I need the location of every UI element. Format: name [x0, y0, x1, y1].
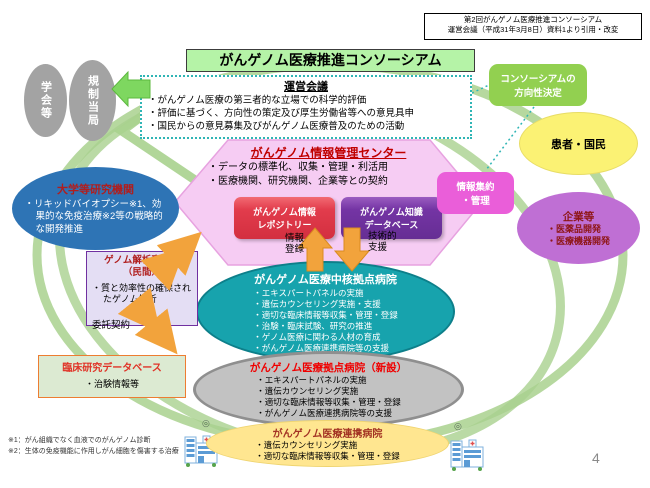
source-note-line1: 第2回がんゲノム医療推進コンソーシアム: [463, 15, 603, 24]
companies-list: 医薬品開発 医療機器開発: [547, 224, 610, 247]
source-note-line2: 運営会議（平成31年3月8日）資料1より引用・改変: [447, 25, 619, 35]
list-item: リキッドバイオプシー※1、効果的な免疫治療※2等の戦略的な開発推進: [25, 199, 167, 236]
list-item: 治験情報等: [85, 377, 139, 390]
hub-hospital-ellipse: がんゲノム医療拠点病院（新設） エキスパートパネルの実施 遺伝カウンセリング実施…: [193, 351, 464, 428]
source-note: 第2回がんゲノム医療推進コンソーシアム 運営会議（平成31年3月8日）資料1より…: [424, 13, 642, 40]
list-item: 適切な臨床情報等収集・管理・登録: [253, 310, 398, 321]
list-item: 遺伝カウンセリング実施・支援: [253, 299, 398, 310]
consignment-double-arrow: [117, 287, 178, 355]
list-item: エキスパートパネルの実施: [253, 288, 398, 299]
list-item: 適切な臨床情報等収集・管理・登録: [256, 397, 401, 408]
university-research-ellipse: 大学等研究機関 リキッドバイオプシー※1、効果的な免疫治療※2等の戦略的な開発推…: [12, 167, 179, 250]
list-item: 医薬品開発: [547, 224, 610, 236]
double-circle-icon: ◎: [454, 421, 462, 431]
clinical-database-title: 臨床研究データベース: [62, 363, 162, 374]
list-item: がんゲノム医療の第三者的な立場での科学的評価: [148, 95, 464, 108]
hospital-building-icon: [450, 439, 484, 471]
direction-line1: コンソーシアムの: [500, 74, 576, 85]
page-title: がんゲノム医療推進コンソーシアム: [186, 49, 475, 72]
liaison-hospital-list: 遺伝カウンセリング実施 適切な臨床情報等収集・管理・登録: [255, 440, 400, 462]
consignment-label: 委託契約: [92, 320, 131, 331]
clinical-database-list: 治験情報等: [85, 377, 139, 390]
core-hospital-ellipse: がんゲノム医療中核拠点病院 エキスパートパネルの実施 遺伝カウンセリング実施・支…: [196, 261, 455, 362]
list-item: データの標準化、収集・管理・利活用: [208, 161, 458, 175]
knowledge-line2: データベース: [364, 220, 419, 230]
aggregation-line2: ・管理: [461, 196, 490, 207]
companies-ellipse: 企業等 医薬品開発 医療機器開発: [517, 192, 640, 264]
repository-line1: がんゲノム情報: [253, 207, 316, 217]
repository-line2: レポジトリー: [257, 220, 312, 230]
list-item: 評価に基づく、方向性の策定及び厚生労働省等への意見具申: [148, 108, 464, 121]
university-title: 大学等研究機関: [57, 183, 134, 196]
list-item: がんゲノム医療連携病院等の支援: [256, 408, 401, 419]
regulator-ellipse: 規制当局: [69, 60, 116, 141]
hub-hospital-title: がんゲノム医療拠点病院（新設）: [249, 362, 408, 375]
companies-title: 企業等: [562, 210, 595, 223]
direction-decision-box: コンソーシアムの 方向性決定: [489, 64, 587, 106]
list-item: 治験・臨床試験、研究の推進: [253, 321, 398, 332]
technical-support-label: 技術的支援: [368, 231, 397, 254]
list-item: 国民からの意見募集及びがんゲノム医療普及のための活動: [148, 121, 464, 134]
list-item: ゲノム医療に関わる人材の育成: [253, 332, 398, 343]
genome-analyzer-title: ゲノム解析事業者: [104, 255, 180, 266]
direction-line2: 方向性決定: [514, 88, 562, 99]
liaison-hospital-title: がんゲノム医療連携病院: [272, 429, 383, 441]
steering-committee-list: がんゲノム医療の第三者的な立場での科学的評価 評価に基づく、方向性の策定及び厚生…: [148, 95, 464, 133]
page-number: 4: [592, 450, 600, 466]
dotted-link-steering-direction: [471, 84, 490, 94]
patients-citizens-ellipse: 患者・国民: [519, 112, 638, 175]
footnotes: ※1：がん組織でなく血液でのがんゲノム診断 ※2：生体の免疫機能に作用しがん細胞…: [8, 436, 179, 457]
aggregation-line1: 情報集約: [456, 182, 495, 193]
info-center-list: データの標準化、収集・管理・利活用 医療機関、研究機関、企業等との契約: [208, 161, 458, 188]
academic-societies-ellipse: 学会等: [24, 64, 67, 137]
list-item: 質と効率性の確保されたゲノム解析: [92, 283, 192, 306]
regulator-label: 規制当局: [86, 74, 99, 127]
genome-analyzer-box: ゲノム解析事業者 （民間） 質と効率性の確保されたゲノム解析: [86, 251, 198, 326]
clinical-database-box: 臨床研究データベース 治験情報等: [38, 355, 186, 398]
info-aggregation-box: 情報集約 ・管理: [437, 172, 514, 214]
footnote-2: ※2：生体の免疫機能に作用しがん細胞を傷害する治療: [8, 447, 179, 455]
steering-committee-box: 運営会議 がんゲノム医療の第三者的な立場での科学的評価 評価に基づく、方向性の策…: [140, 75, 472, 139]
knowledge-line1: がんゲノム知識: [360, 207, 423, 217]
university-list: リキッドバイオプシー※1、効果的な免疫治療※2等の戦略的な開発推進: [25, 199, 167, 236]
core-hospital-list: エキスパートパネルの実施 遺伝カウンセリング実施・支援 適切な臨床情報等収集・管…: [253, 288, 398, 353]
list-item: 遺伝カウンセリング実施: [255, 440, 400, 451]
info-center-title: がんゲノム情報管理センター: [250, 146, 407, 160]
genome-analyzer-list: 質と効率性の確保されたゲノム解析: [92, 283, 192, 306]
list-item: エキスパートパネルの実施: [256, 375, 401, 386]
academic-societies-label: 学会等: [39, 81, 52, 120]
list-item: 適切な臨床情報等収集・管理・登録: [255, 451, 400, 462]
footnote-1: ※1：がん組織でなく血液でのがんゲノム診断: [8, 437, 151, 444]
double-circle-icon: ◎: [202, 418, 210, 428]
list-item: 医療機器開発: [547, 236, 610, 248]
steering-committee-title: 運営会議: [284, 81, 328, 93]
genome-analyzer-subtitle: （民間）: [122, 266, 161, 278]
info-registration-label: 情報登録: [284, 233, 304, 256]
core-hospital-title: がんゲノム医療中核拠点病院: [254, 274, 397, 287]
hub-hospital-list: エキスパートパネルの実施 遺伝カウンセリング実施 適切な臨床情報等収集・管理・登…: [256, 375, 401, 419]
list-item: 遺伝カウンセリング実施: [256, 386, 401, 397]
liaison-hospital-ellipse: がんゲノム医療連携病院 遺伝カウンセリング実施 適切な臨床情報等収集・管理・登録: [206, 420, 449, 467]
list-item: 医療機関、研究機関、企業等との契約: [208, 175, 458, 189]
patients-citizens-label: 患者・国民: [551, 138, 606, 151]
